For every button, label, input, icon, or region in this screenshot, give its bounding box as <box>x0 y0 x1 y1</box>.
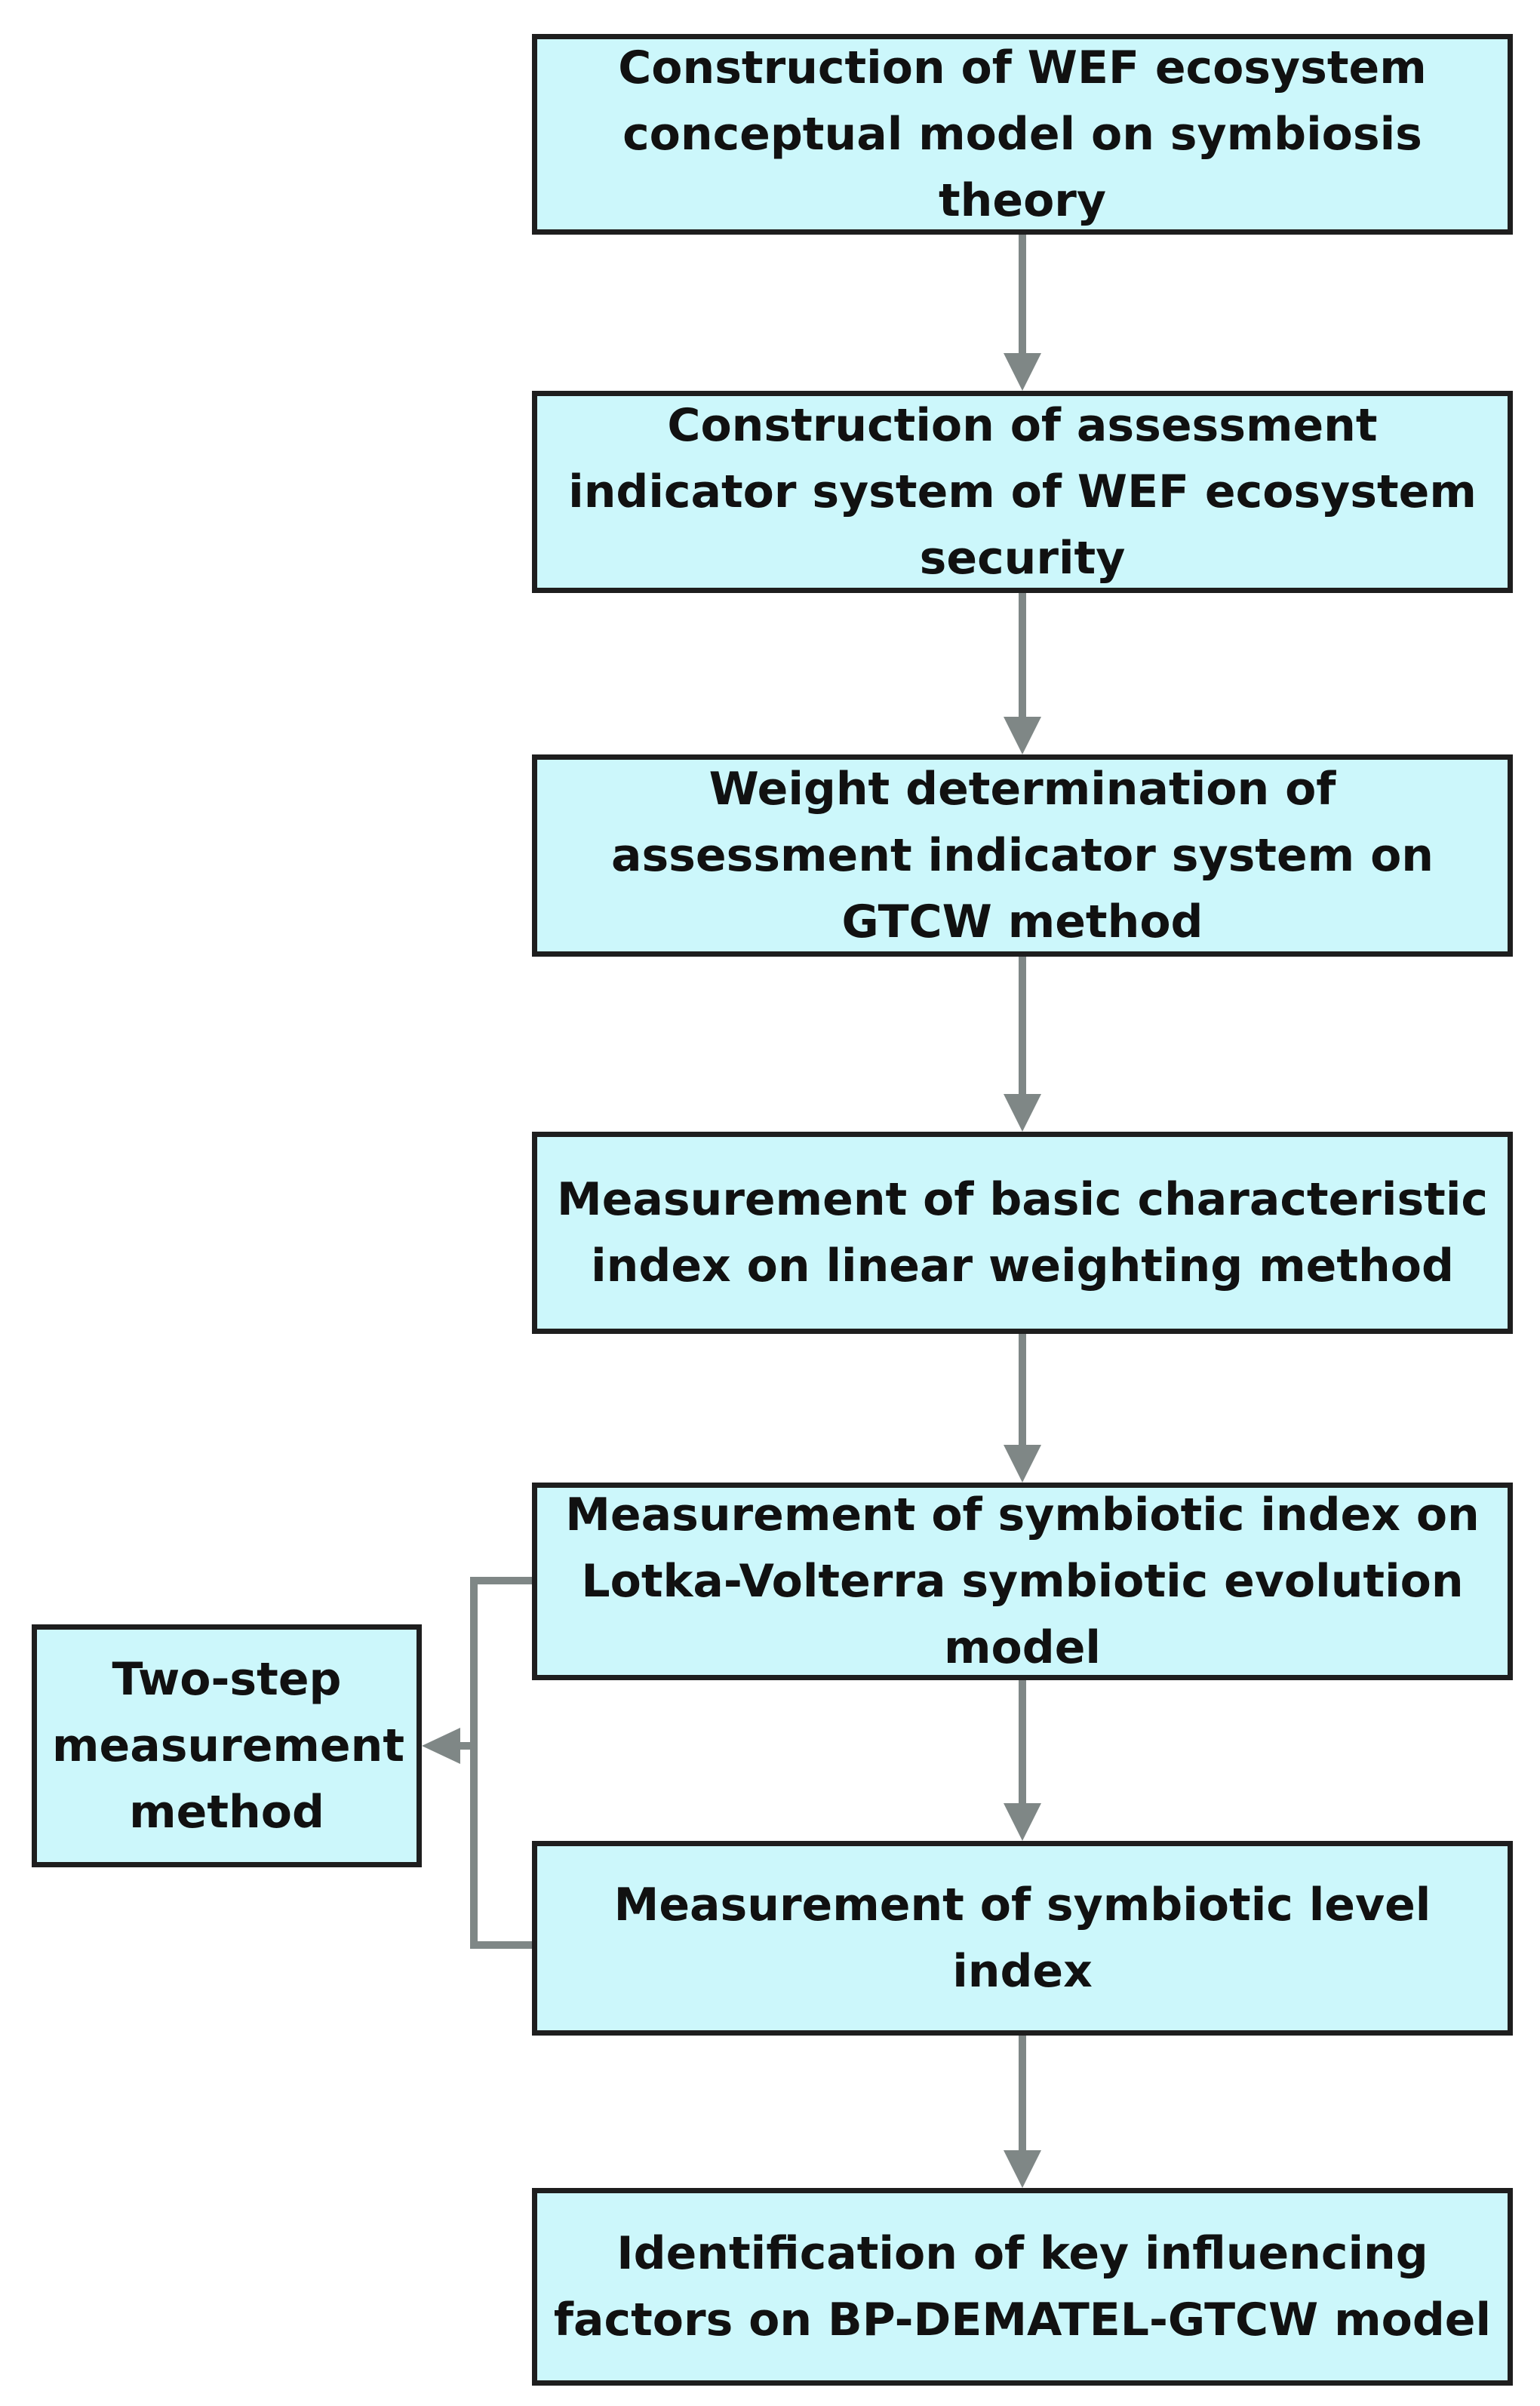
two-step-method-label: Two-step measurement method <box>52 1653 405 1839</box>
arrow-step6-to-step7 <box>1004 2036 1041 2188</box>
step-basic-characteristic-label: Measurement of basic characteristic inde… <box>557 1173 1488 1292</box>
step-basic-characteristic-box: Measurement of basic characteristic inde… <box>532 1132 1513 1334</box>
step-symbiotic-level-box: Measurement of symbiotic level index <box>532 1841 1513 2036</box>
step-key-factors-box: Identification of key influencing factor… <box>532 2188 1513 2386</box>
arrow-step4-to-step5 <box>1004 1334 1041 1483</box>
step-conceptual-model-label: Construction of WEF ecosystem conceptual… <box>618 41 1427 227</box>
arrow-step1-to-step2 <box>1004 235 1041 391</box>
step-indicator-system-label: Construction of assessment indicator sys… <box>568 399 1477 585</box>
step-indicator-system-box: Construction of assessment indicator sys… <box>532 391 1513 593</box>
arrow-step2-to-step3 <box>1004 593 1041 754</box>
step-weight-determination-label: Weight determination of assessment indic… <box>610 763 1434 948</box>
step-symbiotic-index-box: Measurement of symbiotic index on Lotka-… <box>532 1483 1513 1680</box>
arrow-step3-to-step4 <box>1004 957 1041 1132</box>
arrow-step5-to-step6 <box>1004 1680 1041 1841</box>
step-symbiotic-level-label: Measurement of symbiotic level index <box>613 1879 1431 1998</box>
two-step-method-box: Two-step measurement method <box>32 1624 422 1867</box>
bracket-connector-to-two-step-box <box>422 1577 532 1949</box>
step-weight-determination-box: Weight determination of assessment indic… <box>532 754 1513 957</box>
step-conceptual-model-box: Construction of WEF ecosystem conceptual… <box>532 34 1513 235</box>
step-key-factors-label: Identification of key influencing factor… <box>553 2227 1492 2346</box>
step-symbiotic-index-label: Measurement of symbiotic index on Lotka-… <box>565 1489 1480 1674</box>
